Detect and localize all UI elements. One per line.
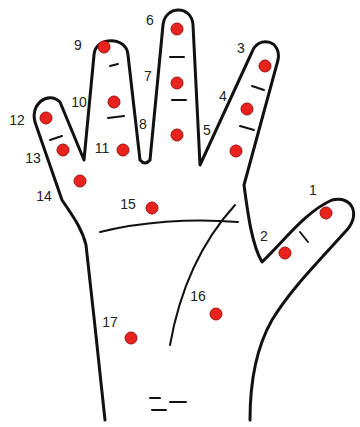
callout-number: 8 (139, 116, 147, 132)
callout-number: 17 (102, 314, 118, 330)
callout-number: 9 (74, 37, 82, 53)
callout-number: 13 (25, 150, 41, 166)
callout-number: 3 (237, 40, 245, 56)
callout-number: 11 (95, 140, 110, 156)
callout-number: 7 (144, 68, 152, 84)
callout-number: 2 (260, 228, 268, 244)
hand-outline (34, 10, 353, 420)
callout-number: 15 (120, 196, 136, 212)
callout-number: 6 (146, 12, 154, 28)
skin-creases (50, 57, 308, 410)
callout-number: 5 (203, 122, 211, 138)
callout-number: 10 (71, 94, 87, 110)
callout-number: 16 (190, 288, 206, 304)
callout-number: 1 (309, 182, 317, 198)
callout-number: 4 (219, 88, 227, 104)
point-dots (40, 23, 332, 344)
callout-number: 12 (9, 112, 25, 128)
callout-number: 14 (36, 188, 52, 204)
